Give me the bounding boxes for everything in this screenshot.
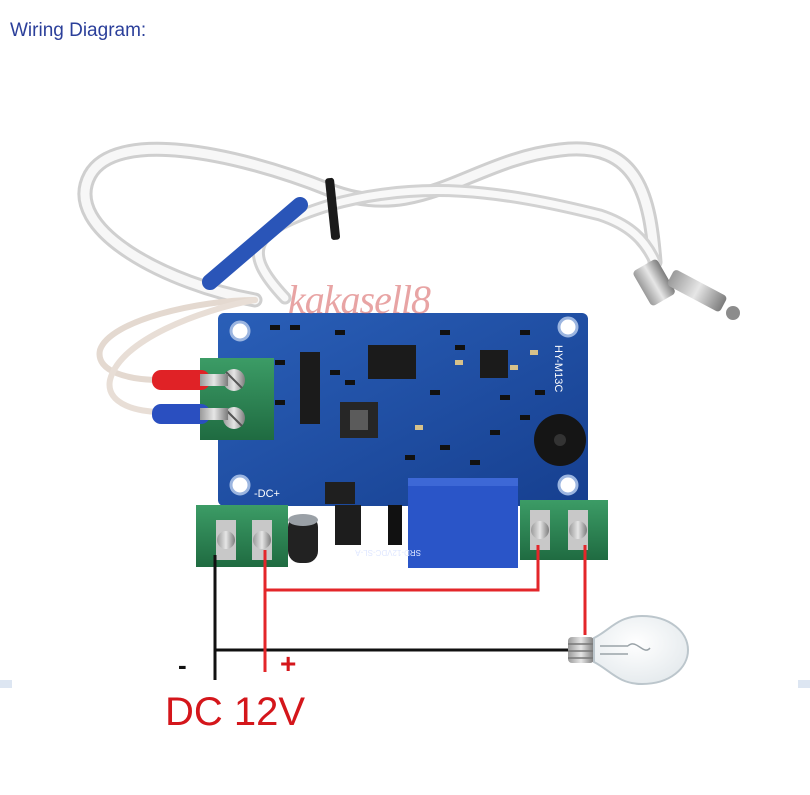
blue-crimp-connector — [152, 404, 228, 424]
power-terminal-block — [196, 505, 288, 567]
watermark: kakasell8 — [288, 277, 431, 322]
right-edge-marker — [798, 680, 810, 688]
dc-terminal-label: -DC+ — [254, 488, 280, 500]
negative-label: - — [178, 650, 187, 680]
voltage-regulator — [335, 505, 361, 545]
left-edge-marker — [0, 680, 12, 688]
supply-voltage-label: DC 12V — [165, 690, 306, 734]
controller-board: -DC+ HY-M13C — [218, 313, 588, 506]
diagram-title: Wiring Diagram: — [10, 20, 147, 41]
cable-tie — [325, 177, 341, 240]
wiring — [213, 545, 587, 680]
heat-shrink-sleeve — [202, 197, 308, 290]
sensor-terminal-block — [200, 358, 274, 440]
positive-to-relay-wire — [265, 545, 540, 592]
electrolytic-capacitor — [288, 514, 318, 563]
positive-label: + — [280, 648, 297, 679]
relay-output-terminal-block — [520, 500, 608, 560]
diode — [388, 505, 402, 545]
model-label: HY-M13C — [552, 345, 564, 392]
temperature-probe — [633, 259, 740, 320]
light-bulb-icon — [568, 614, 690, 686]
relay: SRD-12VDC-SL-A — [355, 478, 518, 568]
relay-label: SRD-12VDC-SL-A — [355, 548, 421, 557]
buzzer — [534, 414, 586, 466]
red-crimp-connector — [152, 370, 228, 390]
